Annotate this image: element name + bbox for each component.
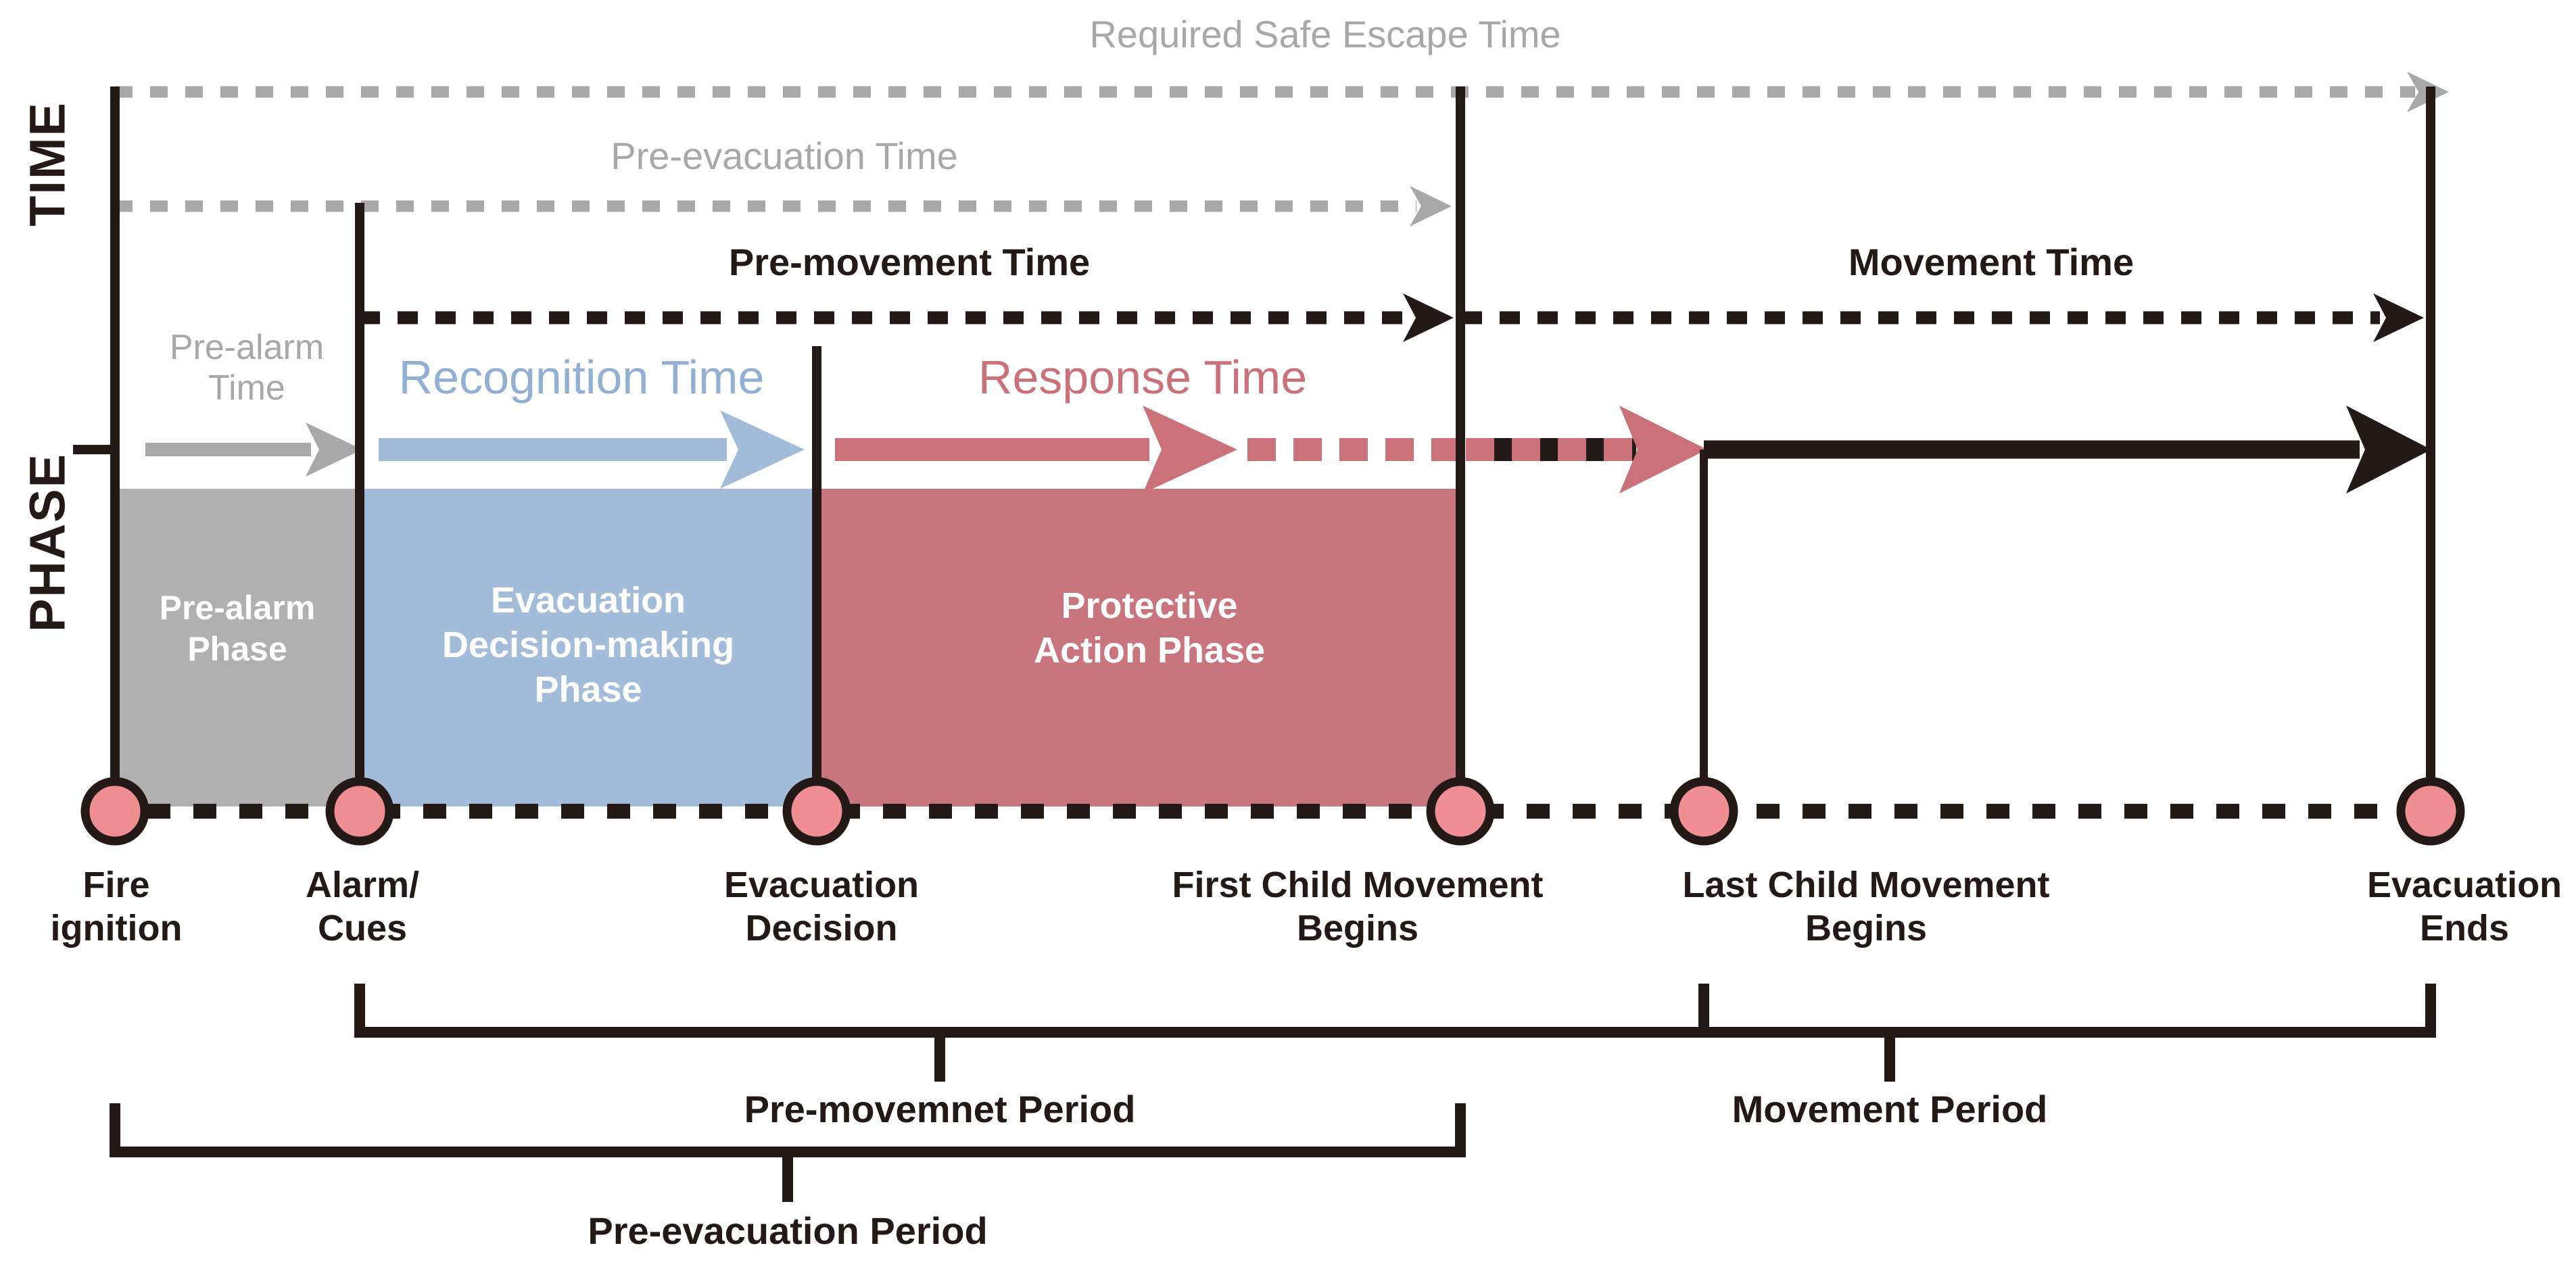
phase-label-line: Phase bbox=[534, 669, 642, 710]
arrow-recognition-time-head bbox=[720, 410, 805, 489]
label-movement-time: Movement Time bbox=[1848, 241, 2134, 283]
phase-label-line: Phase bbox=[187, 630, 287, 668]
milestone-label-line: First Child Movement bbox=[1172, 865, 1544, 905]
label-pre-alarm-time-line2: Time bbox=[208, 368, 285, 408]
milestone-label-line: Evacuation bbox=[2366, 865, 2562, 905]
span-movement-arrowhead bbox=[2373, 293, 2424, 342]
bracket-movement-period bbox=[1698, 984, 1895, 1082]
period-label-pre-movement-period: Pre-movemnet Period bbox=[744, 1088, 1136, 1130]
span-pre-movement-arrowhead bbox=[1403, 293, 1454, 342]
milestone-label-line: Cues bbox=[317, 907, 408, 948]
milestone-label-line: Decision bbox=[745, 907, 898, 948]
milestone-node-first-child-movement bbox=[1426, 777, 1495, 846]
milestone-node-last-child-movement bbox=[1669, 777, 1738, 846]
bracket-pre-movement-period bbox=[354, 984, 2436, 1082]
phase-label-evacuation-decision-making-phase: Evacuation Decision-making Phase bbox=[358, 579, 818, 713]
milestone-label-evacuation-ends: Evacuation Ends bbox=[2367, 864, 2562, 950]
phase-label-line: Decision-making bbox=[442, 625, 735, 666]
milestone-label-first-child-movement-begins: First Child Movement Begins bbox=[1172, 864, 1543, 950]
phase-label-protective-action-phase: Protective Action Phase bbox=[879, 584, 1420, 673]
span-pre-evacuation-arrowhead bbox=[1410, 186, 1452, 226]
milestone-label-evacuation-decision: Evacuation Decision bbox=[724, 864, 919, 950]
label-response-time: Response Time bbox=[978, 351, 1308, 404]
milestone-label-line: ignition bbox=[50, 907, 183, 948]
milestone-label-line: Fire bbox=[82, 865, 150, 905]
label-required-safe-escape-time: Required Safe Escape Time bbox=[1089, 13, 1561, 55]
milestone-label-line: Begins bbox=[1296, 907, 1419, 948]
milestone-label-line: Alarm/ bbox=[305, 865, 420, 905]
milestone-node-evacuation-ends bbox=[2396, 777, 2465, 846]
milestone-node-fire-ignition bbox=[80, 777, 149, 846]
phase-band-evacuation-decision-making bbox=[360, 489, 817, 806]
phase-band-protective-action bbox=[817, 489, 1460, 806]
axis-label-phase: PHASE bbox=[19, 453, 76, 632]
milestone-label-last-child-movement-begins: Last Child Movement Begins bbox=[1682, 864, 2049, 950]
milestone-node-evacuation-decision bbox=[782, 777, 851, 846]
arrow-response-time-head bbox=[1619, 406, 1707, 493]
phase-label-line: Protective bbox=[1061, 585, 1238, 627]
label-pre-movement-time: Pre-movement Time bbox=[728, 241, 1091, 283]
milestone-label-line: Ends bbox=[2419, 907, 2510, 948]
milestone-label-line: Evacuation bbox=[723, 865, 920, 905]
phase-label-line: Evacuation bbox=[490, 580, 686, 621]
label-pre-alarm-time: Pre-alarm Time bbox=[170, 328, 324, 409]
milestone-node-alarm-cues bbox=[325, 777, 394, 846]
period-label-pre-evacuation-period: Pre-evacuation Period bbox=[588, 1209, 988, 1252]
phase-label-line: Pre-alarm bbox=[159, 589, 316, 627]
period-label-movement-period: Movement Period bbox=[1732, 1088, 2048, 1130]
arrow-pre-alarm-time-head bbox=[306, 423, 362, 477]
arrow-final-movement-head bbox=[2346, 406, 2431, 493]
axis-label-time: TIME bbox=[19, 101, 76, 226]
label-pre-evacuation-time: Pre-evacuation Time bbox=[611, 135, 958, 177]
phase-band-pre-alarm bbox=[115, 489, 360, 806]
milestone-label-line: Last Child Movement bbox=[1682, 865, 2050, 905]
milestone-label-line: Begins bbox=[1805, 907, 1928, 948]
arrow-response-time-midhead bbox=[1143, 406, 1237, 493]
phase-label-pre-alarm-phase: Pre-alarm Phase bbox=[126, 587, 349, 670]
bracket-pre-evacuation-period bbox=[110, 1103, 1466, 1202]
label-recognition-time: Recognition Time bbox=[398, 351, 765, 404]
milestone-label-fire-ignition: Fire ignition bbox=[51, 864, 183, 950]
milestone-label-alarm-cues: Alarm/ Cues bbox=[306, 864, 419, 950]
phase-label-line: Action Phase bbox=[1033, 630, 1266, 671]
label-pre-alarm-time-line1: Pre-alarm bbox=[169, 328, 325, 367]
